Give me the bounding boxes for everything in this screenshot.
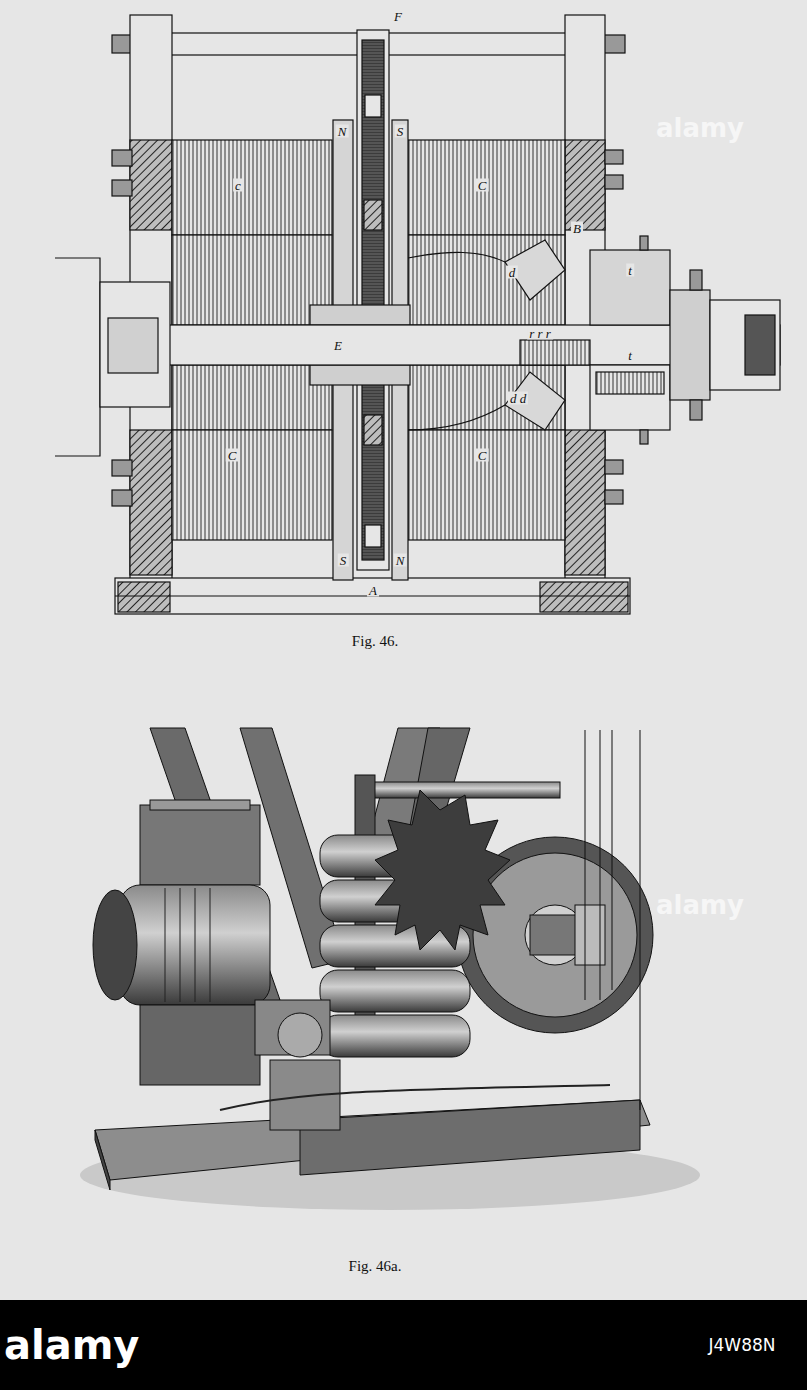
- pole-letter: S: [395, 125, 406, 138]
- pole-letter: S: [338, 554, 349, 567]
- part-letter: t: [626, 349, 634, 362]
- watermark: alamy: [656, 115, 744, 141]
- coil-letter: C: [476, 179, 489, 192]
- coil-letter: C: [476, 449, 489, 462]
- pole-letter: N: [394, 554, 407, 567]
- part-letter: d d: [508, 392, 528, 405]
- watermark-bar: [0, 1300, 807, 1390]
- part-letter: B: [571, 222, 583, 235]
- image-id: J4W88N: [709, 1337, 776, 1354]
- part-letter: E: [332, 339, 344, 352]
- watermark-logo: alamy: [4, 1325, 139, 1365]
- part-letter: r r r: [527, 327, 553, 340]
- watermark: alamy: [656, 892, 744, 918]
- part-letter: d: [507, 266, 518, 279]
- figure-caption: Fig. 46.: [352, 634, 398, 649]
- figure-caption: Fig. 46a.: [349, 1259, 402, 1274]
- part-letter: A: [367, 584, 379, 597]
- part-letter: t: [626, 264, 634, 277]
- pole-letter: N: [336, 125, 349, 138]
- part-letter: F: [392, 10, 404, 23]
- section-drawing: [55, 15, 780, 614]
- perspective-drawing: [80, 728, 700, 1210]
- coil-letter: c: [233, 179, 243, 192]
- coil-letter: C: [226, 449, 239, 462]
